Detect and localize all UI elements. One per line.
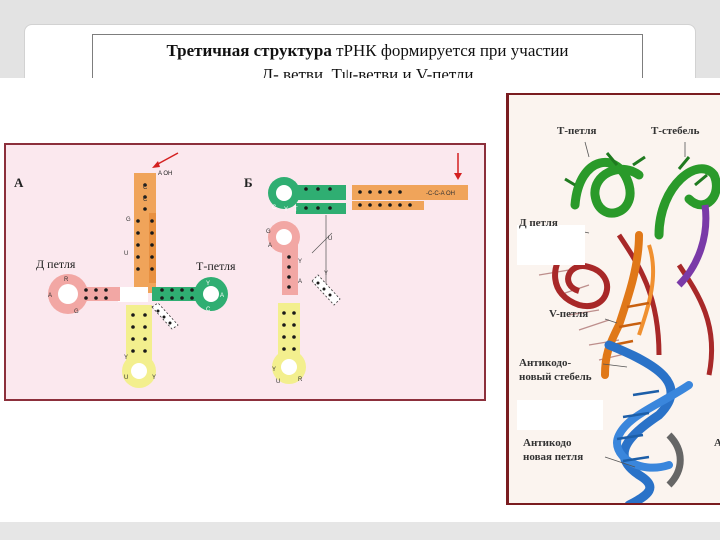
svg-text:R: R xyxy=(298,377,303,383)
acceptor-end-b: -C-C-A OH xyxy=(426,191,455,197)
title-line-1: Третичная структура тРНК формируется при… xyxy=(93,41,642,61)
svg-text:C: C xyxy=(272,205,277,211)
title-bold: Третичная структура xyxy=(166,41,332,60)
acceptor-ribbon xyxy=(601,231,656,379)
label-a: А xyxy=(14,175,24,190)
cut-label: А xyxy=(714,437,720,450)
svg-text:U: U xyxy=(276,379,280,385)
svg-text:Y: Y xyxy=(324,271,328,277)
ribbon-structure xyxy=(538,141,720,503)
svg-text:Y: Y xyxy=(298,259,302,265)
t-loop-label-a: Т-петля xyxy=(196,259,236,273)
t-stem-label: Т-стебель xyxy=(651,125,700,137)
svg-text:R: R xyxy=(64,277,69,283)
svg-text:G: G xyxy=(266,229,271,235)
d-loop-label: Д петля xyxy=(519,217,558,229)
variable-ribbon xyxy=(676,204,710,288)
svg-text:Y: Y xyxy=(206,281,210,287)
svg-text:C: C xyxy=(206,307,211,313)
label-backdrop-stem xyxy=(517,400,603,430)
anticodon-stem-label-2: новый стебель xyxy=(519,371,592,383)
svg-text:A: A xyxy=(48,293,52,299)
acceptor-stem-b xyxy=(352,185,468,200)
v-loop-label: V-петля xyxy=(549,308,589,320)
svg-text:Y: Y xyxy=(152,375,156,381)
t-stem-b xyxy=(296,185,346,200)
svg-text:C: C xyxy=(143,197,148,203)
anticodon-loop-label-2: новая петля xyxy=(523,451,584,463)
svg-text:A: A xyxy=(268,243,272,249)
label-backdrop-d xyxy=(517,225,585,265)
t-loop-label: Т-петля xyxy=(557,125,597,137)
tertiary-structure-panel: Т-петля Т-стебель Д петля V-петля Антико… xyxy=(506,93,720,505)
anticodon-stem-b xyxy=(278,303,300,359)
t-stem-a xyxy=(152,287,202,301)
svg-text:G: G xyxy=(74,309,79,315)
anticodon-ribbon xyxy=(604,340,693,503)
anticodon-stem-a xyxy=(126,305,152,363)
svg-text:Y: Y xyxy=(284,207,288,213)
svg-text:A: A xyxy=(298,279,302,285)
svg-text:G: G xyxy=(126,217,131,223)
svg-text:U: U xyxy=(124,251,128,257)
svg-text:C: C xyxy=(143,185,148,191)
d-loop-label-a: Д петля xyxy=(36,257,76,271)
gray-ribbon xyxy=(666,432,684,488)
title-rest: тРНК формируется при участии xyxy=(331,41,569,60)
svg-text:Y: Y xyxy=(272,367,276,373)
t-arm-ribbon xyxy=(564,152,720,240)
svg-text:Y: Y xyxy=(124,355,128,361)
svg-text:A: A xyxy=(220,293,224,299)
anticodon-loop-label-1: Антикодо xyxy=(523,437,572,449)
acceptor-end-a: A OH xyxy=(158,171,173,177)
bottom-strip xyxy=(0,522,720,540)
arrow-a xyxy=(155,152,179,166)
anticodon-stem-label-1: Антикодо- xyxy=(519,357,572,369)
svg-text:U: U xyxy=(328,236,332,242)
svg-text:T: T xyxy=(294,207,298,213)
label-b: Б xyxy=(244,175,253,190)
svg-text:U: U xyxy=(124,375,128,381)
